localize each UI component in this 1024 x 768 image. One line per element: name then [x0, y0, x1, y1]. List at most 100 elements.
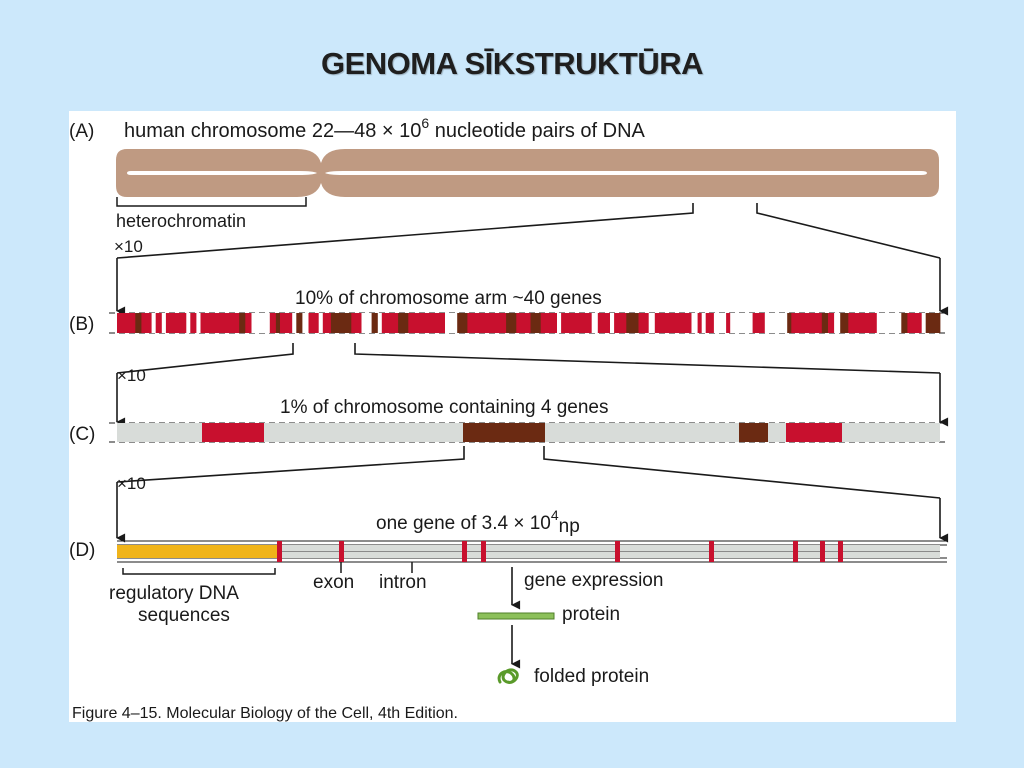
- band-segment: [561, 313, 593, 333]
- figure-caption: Figure 4–15. Molecular Biology of the Ce…: [72, 705, 458, 722]
- band-segment: [141, 313, 152, 333]
- band-segment: [848, 313, 878, 333]
- panel-d-tag: (D): [69, 540, 95, 561]
- band-segment: [701, 313, 707, 333]
- gene-expression-label: gene expression: [524, 570, 663, 591]
- band-segment: [161, 313, 167, 333]
- protein-bar: [477, 612, 555, 620]
- panel-c-label: 1% of chromosome containing 4 genes: [280, 397, 608, 418]
- band-segment: [269, 313, 277, 333]
- panel-d-label: one gene of 3.4 × 104np: [376, 507, 580, 537]
- band-segment: [377, 313, 383, 333]
- band-segment: [907, 313, 923, 333]
- band-segment: [371, 313, 379, 333]
- gene-block: [463, 423, 545, 442]
- band-segment: [322, 313, 332, 333]
- panel-b-label: 10% of chromosome arm ~40 genes: [295, 288, 602, 309]
- exon-marker: [462, 541, 467, 562]
- gene-block: [739, 423, 768, 442]
- regulatory-region: [117, 545, 277, 558]
- band-segment: [730, 313, 753, 333]
- band-segment: [302, 313, 309, 333]
- band-segment: [654, 313, 692, 333]
- band-segment: [117, 313, 136, 333]
- band-segment: [135, 313, 142, 333]
- band-segment: [697, 313, 703, 333]
- exon-marker: [820, 541, 825, 562]
- chromosome-segment-band: [109, 422, 949, 443]
- band-segment: [280, 313, 293, 333]
- band-segment: [828, 313, 835, 333]
- band-segment: [876, 313, 902, 333]
- zoom-line-c-right: [543, 446, 941, 499]
- band-segment: [457, 313, 468, 333]
- band-segment: [196, 313, 201, 333]
- band-segment: [834, 313, 841, 333]
- band-segment: [200, 313, 240, 333]
- zoom-line-c-left: [116, 446, 465, 483]
- panel-a-tag: (A): [69, 121, 94, 142]
- band-segment: [296, 313, 303, 333]
- gene-block: [202, 423, 264, 442]
- panel-b-tag: (B): [69, 314, 94, 335]
- band-segment: [530, 313, 542, 333]
- exon-marker: [481, 541, 486, 562]
- intron-label: intron: [379, 572, 427, 593]
- genome-diagram: (A) human chromosome 22—48 × 106 nucleot…: [69, 115, 949, 722]
- band-segment: [713, 313, 727, 333]
- band-segment: [610, 313, 615, 333]
- zoom-line-b-left: [116, 343, 294, 374]
- band-segment: [591, 313, 599, 333]
- band-segment: [648, 313, 656, 333]
- band-segment: [901, 313, 908, 333]
- panel-a-label: human chromosome 22—48 × 106 nucleotide …: [124, 115, 646, 142]
- band-segment: [691, 313, 698, 333]
- magnification-label-2: ×10: [117, 366, 146, 385]
- band-segment: [239, 313, 246, 333]
- gene-band: [117, 540, 947, 563]
- band-segment: [330, 313, 352, 333]
- band-segment: [186, 313, 191, 333]
- band-segment: [445, 313, 458, 333]
- zoom-line-a-right: [756, 203, 941, 259]
- band-segment: [190, 313, 197, 333]
- chromosome: [116, 149, 939, 197]
- band-segment: [275, 313, 281, 333]
- band-segment: [351, 313, 362, 333]
- band-segment: [381, 313, 399, 333]
- band-segment: [614, 313, 627, 333]
- band-segment: [361, 313, 373, 333]
- protein-label: protein: [562, 604, 620, 625]
- band-segment: [251, 313, 271, 333]
- band-segment: [925, 313, 941, 333]
- band-segment: [318, 313, 324, 333]
- exon-marker: [615, 541, 620, 562]
- band-segment: [840, 313, 849, 333]
- band-segment: [398, 313, 409, 333]
- band-segment: [540, 313, 558, 333]
- gene-block: [786, 423, 842, 442]
- band-segment: [787, 313, 792, 333]
- band-segment: [752, 313, 766, 333]
- zoom-line-b-right: [354, 343, 941, 374]
- panel-c-tag: (C): [69, 424, 95, 445]
- band-segment: [467, 313, 507, 333]
- band-segment: [626, 313, 639, 333]
- band-segment: [726, 313, 731, 333]
- regulatory-label-line2: sequences: [138, 605, 230, 626]
- heterochromatin-bracket: [116, 197, 307, 207]
- band-segment: [408, 313, 446, 333]
- band-segment: [245, 313, 252, 333]
- exon-marker: [709, 541, 714, 562]
- band-segment: [705, 313, 715, 333]
- exon-marker: [793, 541, 798, 562]
- band-segment: [506, 313, 517, 333]
- band-segment: [638, 313, 650, 333]
- band-segment: [151, 313, 157, 333]
- band-segment: [921, 313, 927, 333]
- band-segment: [764, 313, 788, 333]
- folded-protein-icon: [497, 668, 519, 684]
- band-segment: [165, 313, 187, 333]
- regulatory-bracket: [122, 568, 276, 575]
- band-segment: [557, 313, 562, 333]
